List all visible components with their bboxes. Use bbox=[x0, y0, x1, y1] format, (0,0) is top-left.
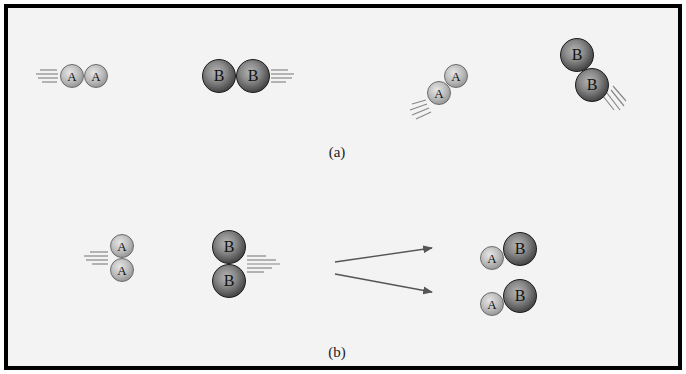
atom-symbol: A bbox=[451, 70, 460, 83]
atom-b-circle: B bbox=[202, 59, 236, 93]
reaction-arrows bbox=[335, 248, 432, 292]
atom-b-circle: B bbox=[212, 230, 246, 264]
atom-symbol: B bbox=[587, 77, 598, 93]
atom-symbol: A bbox=[67, 70, 76, 83]
atom-symbol: A bbox=[91, 70, 100, 83]
panel-label: (b) bbox=[328, 344, 346, 361]
atom-symbol: A bbox=[117, 240, 126, 253]
atom-a-circle: A bbox=[480, 292, 504, 316]
atom-b-circle: B bbox=[575, 68, 609, 102]
atom-symbol: B bbox=[572, 47, 583, 63]
frame bbox=[6, 6, 680, 368]
atom-a-circle: A bbox=[110, 234, 134, 258]
atom-a-circle: A bbox=[480, 246, 504, 270]
atom-symbol: A bbox=[487, 298, 496, 311]
atom-a-circle: A bbox=[110, 258, 134, 282]
atom-symbol: B bbox=[224, 273, 235, 289]
atom-a-circle: A bbox=[84, 64, 108, 88]
atom-a-circle: A bbox=[444, 64, 468, 88]
atom-b-circle: B bbox=[560, 38, 594, 72]
atom-symbol: A bbox=[117, 264, 126, 277]
panel-label: (a) bbox=[329, 144, 346, 161]
atom-b-circle: B bbox=[212, 264, 246, 298]
atom-symbol: A bbox=[487, 252, 496, 265]
atom-symbol: B bbox=[248, 68, 259, 84]
atom-a-circle: A bbox=[60, 64, 84, 88]
atom-symbol: B bbox=[214, 68, 225, 84]
atom-b-circle: B bbox=[503, 279, 537, 313]
atom-symbol: B bbox=[224, 239, 235, 255]
atom-b-circle: B bbox=[503, 232, 537, 266]
motion-lines bbox=[36, 70, 626, 272]
atom-symbol: A bbox=[434, 87, 443, 100]
atom-symbol: B bbox=[515, 288, 526, 304]
atom-symbol: B bbox=[515, 241, 526, 257]
atom-b-circle: B bbox=[236, 59, 270, 93]
